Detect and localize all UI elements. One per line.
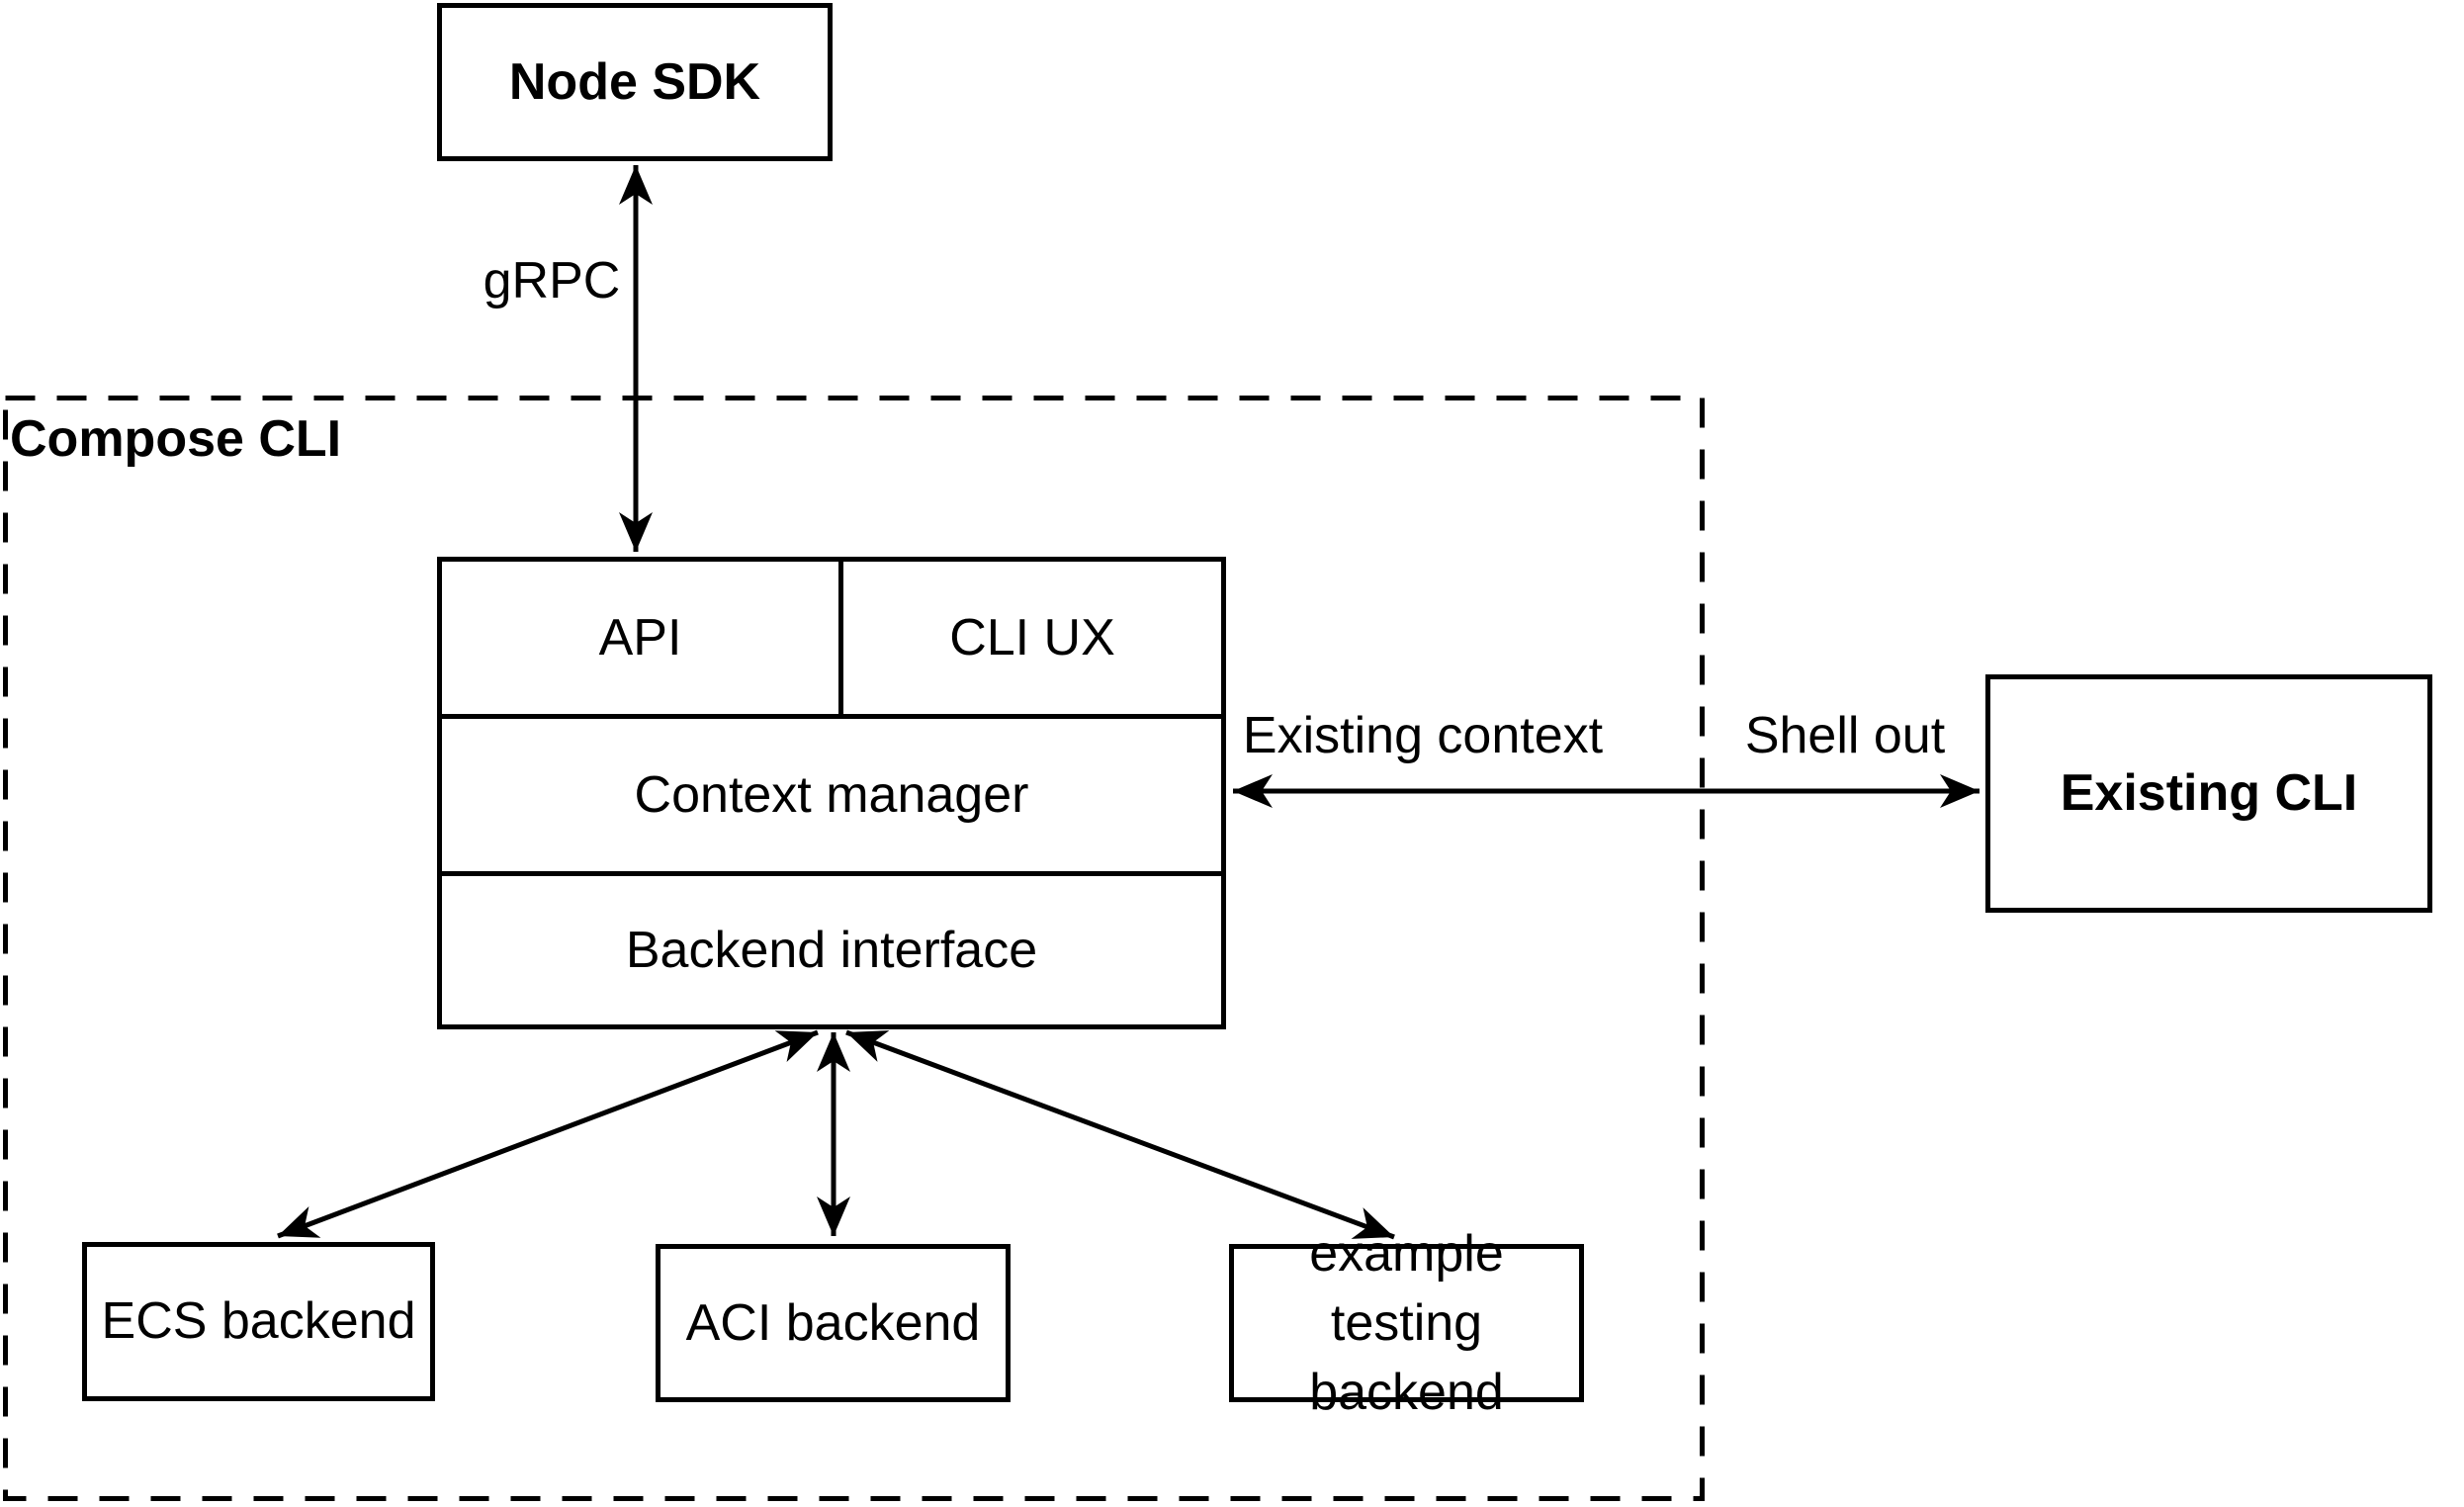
grpc-edge-label: gRPC [483,252,621,310]
stack-divider-1 [442,714,1221,719]
compose-cli-container-label: Compose CLI [10,410,342,468]
context-manager-cell: Context manager [442,719,1221,871]
existing-cli-label: Existing CLI [2060,764,2358,823]
api-cell: API [442,562,838,714]
backend-interface-cell: Backend interface [442,876,1221,1024]
node-sdk-label: Node SDK [508,52,761,111]
stack-divider-vertical [838,562,843,719]
context-manager-label: Context manager [634,766,1029,824]
cli-ux-label: CLI UX [949,609,1115,666]
example-testing-backend-box: example testing backend [1229,1225,1584,1421]
stack-divider-2 [442,871,1221,876]
edge-example-testing-backend [845,1029,1395,1240]
cli-ux-cell: CLI UX [843,562,1221,714]
api-label: API [598,609,682,666]
existing-cli-box: Existing CLI [1985,674,2432,913]
example-testing-backend-label: example testing backend [1309,1224,1504,1422]
node-sdk-box: Node SDK [437,3,833,161]
aci-backend-box: ACI backend [656,1244,1011,1402]
edge-ecs-backend [277,1029,819,1239]
compose-cli-stack-box: API CLI UX Context manager Backend inter… [437,557,1226,1029]
shell-out-edge-label: Shell out [1744,707,1946,764]
ecs-backend-label: ECS backend [101,1292,416,1351]
ecs-backend-box: ECS backend [82,1242,435,1401]
backend-interface-label: Backend interface [625,922,1038,979]
aci-backend-label: ACI backend [685,1293,981,1352]
existing-context-edge-label: Existing context [1242,707,1604,764]
